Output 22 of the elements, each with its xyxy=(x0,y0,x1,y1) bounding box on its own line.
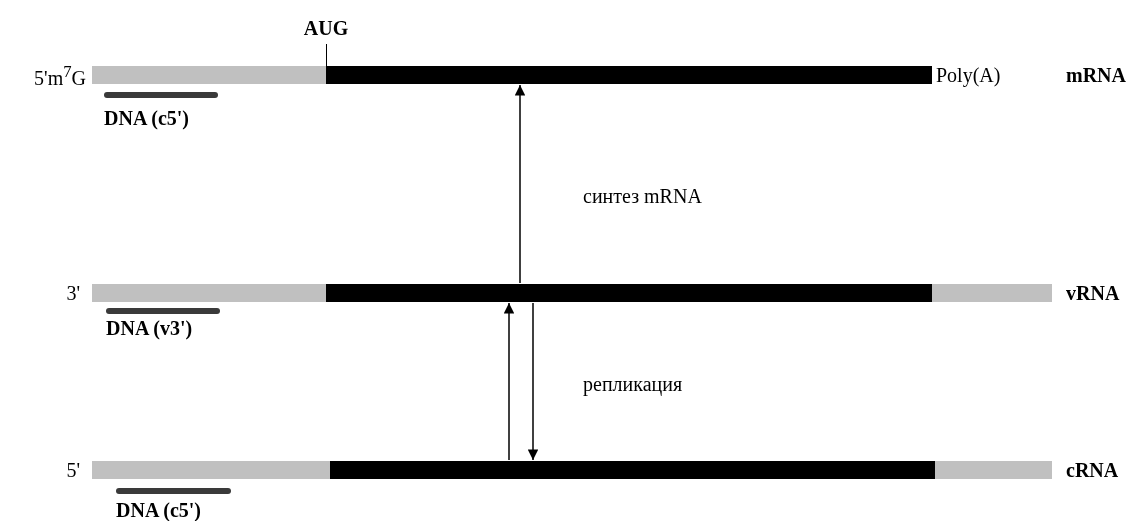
probe-label: DNA (v3') xyxy=(106,318,193,338)
strand-name: vRNA xyxy=(1066,283,1120,303)
start-codon-label: AUG xyxy=(302,18,350,38)
end-label: Poly(A) xyxy=(936,65,1001,85)
probe-label: DNA (c5') xyxy=(116,500,201,520)
dna-probe xyxy=(104,92,218,130)
end-label: 5'm$^{7}$G xyxy=(33,64,86,88)
edge-label: синтез mRNA xyxy=(583,186,702,206)
arrow xyxy=(527,302,539,461)
probe-label: DNA (c5') xyxy=(104,108,189,128)
arrow xyxy=(514,84,526,284)
dna-probe xyxy=(116,488,231,521)
dna-probe xyxy=(106,308,220,340)
rna-strand-bar xyxy=(92,284,1052,302)
end-label: 3' xyxy=(65,283,80,303)
end-label: 5' xyxy=(65,460,80,480)
rna-strand-bar xyxy=(92,66,932,84)
arrow xyxy=(503,302,515,461)
rna-strand-bar xyxy=(92,461,1052,479)
strand-name: mRNA xyxy=(1066,65,1126,85)
process-label: репликация xyxy=(583,374,683,394)
strand-name: cRNA xyxy=(1066,460,1119,480)
